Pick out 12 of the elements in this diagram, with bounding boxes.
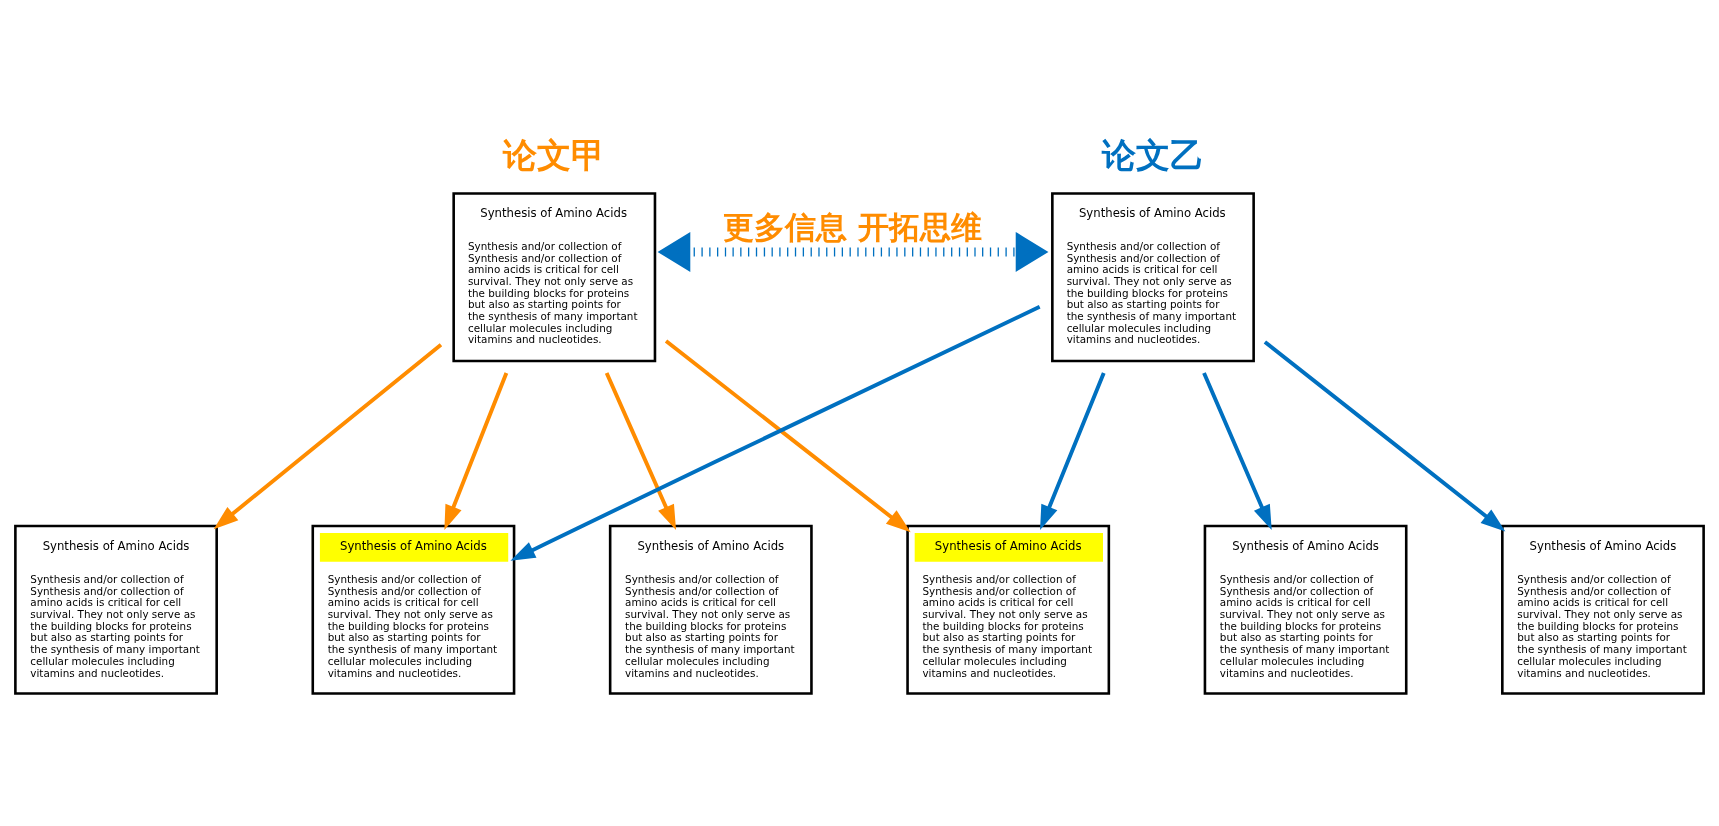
arrow (604, 372, 677, 530)
arrow (1263, 340, 1506, 532)
edge-label: 更多信息 开拓思维 (723, 208, 982, 245)
arrow (213, 343, 443, 530)
arrow (444, 372, 509, 530)
arrow (510, 305, 1041, 561)
node-label: 论文乙 (1101, 136, 1204, 176)
arrow (657, 231, 1049, 272)
arrow (1040, 372, 1106, 530)
node-label: 论文甲 (503, 136, 606, 176)
arrow (1202, 372, 1272, 530)
arrow (664, 339, 911, 533)
